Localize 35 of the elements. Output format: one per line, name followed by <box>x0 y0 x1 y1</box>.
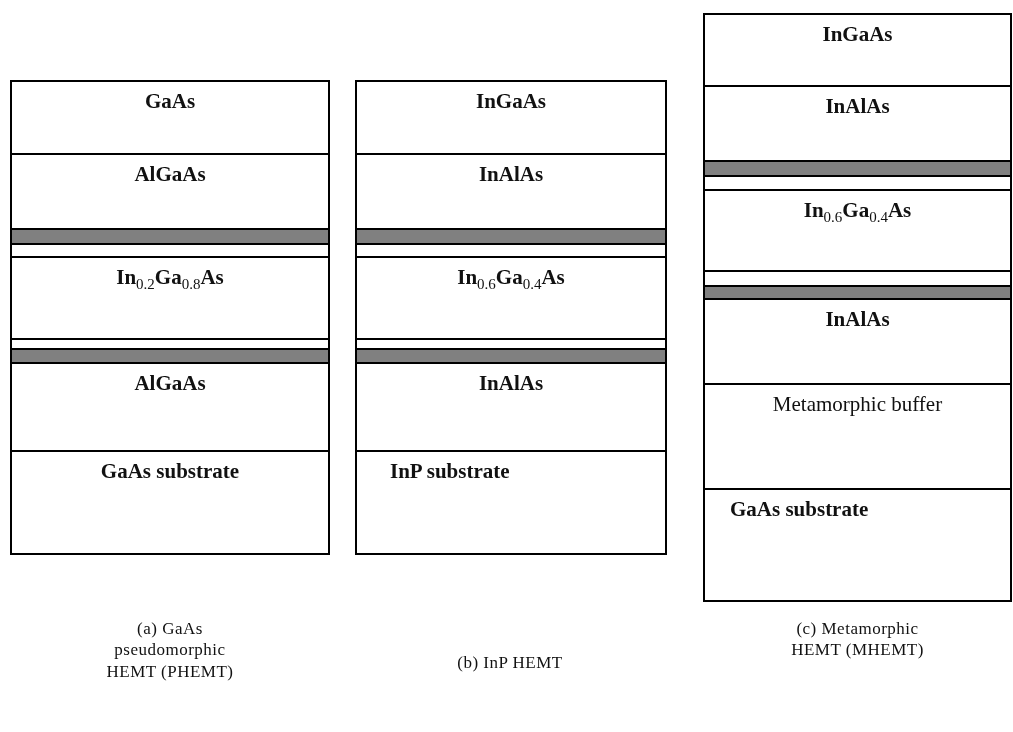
layer-label: InP substrate <box>389 459 511 484</box>
layer-box <box>10 153 330 230</box>
layer-label: GaAs substrate <box>729 497 870 522</box>
caption: (b) InP HEMT <box>456 652 564 674</box>
layer-box <box>10 362 330 452</box>
layer-box <box>703 85 1012 162</box>
layer-box <box>10 256 330 340</box>
caption: (a) GaAs pseudomorphic HEMT (PHEMT) <box>105 618 235 682</box>
layer-box <box>355 80 667 155</box>
layer-label: InAlAs <box>824 94 891 119</box>
layer-label: InGaAs <box>821 22 894 47</box>
layer-label: In$_{0.2}$Ga$_{0.8}$As <box>115 265 225 294</box>
layer-box <box>355 153 667 230</box>
layer-box <box>703 383 1012 490</box>
layer-box <box>355 362 667 452</box>
layer-box <box>703 13 1012 87</box>
layer-label: InAlAs <box>477 162 545 187</box>
layer-box <box>10 80 330 155</box>
layer-label: InAlAs <box>477 371 545 396</box>
layer-label: AlGaAs <box>133 371 207 396</box>
layer-label: Metamorphic buffer <box>771 392 944 417</box>
layer-box <box>10 450 330 555</box>
layer-label: In$_{0.6}$Ga$_{0.4}$As <box>456 265 566 294</box>
caption: (c) Metamorphic HEMT (MHEMT) <box>790 618 925 661</box>
layer-box <box>355 256 667 340</box>
layer-label: InGaAs <box>475 89 547 114</box>
layer-label: InAlAs <box>824 307 891 332</box>
layer-label: GaAs <box>143 89 197 114</box>
layer-label: In$_{0.6}$Ga$_{0.4}$As <box>802 198 913 227</box>
layer-box <box>703 488 1012 602</box>
layer-label: AlGaAs <box>133 162 207 187</box>
layer-label: GaAs substrate <box>99 459 241 484</box>
layer-box <box>703 298 1012 385</box>
layer-box <box>703 189 1012 272</box>
layer-box <box>355 450 667 555</box>
